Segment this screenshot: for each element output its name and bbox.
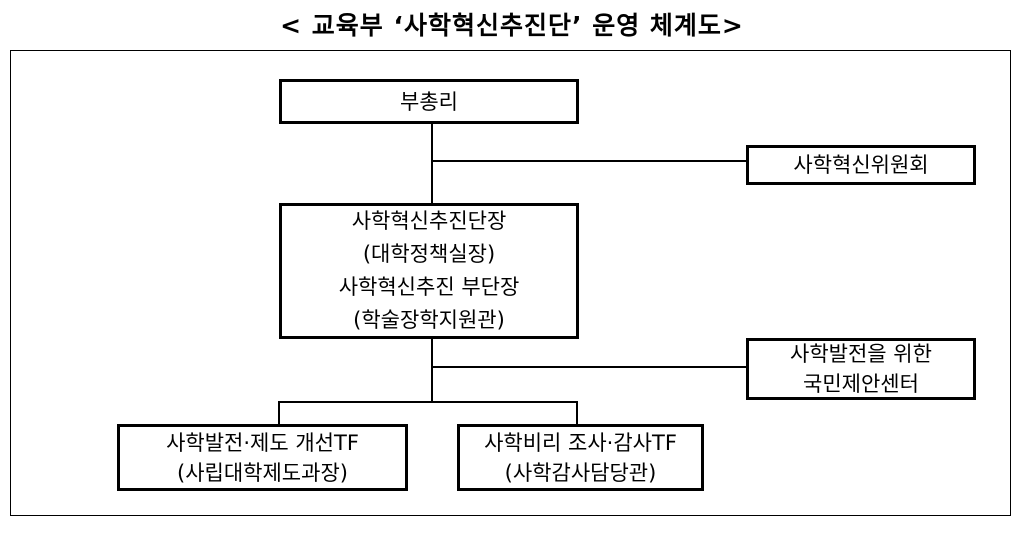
node-label: 사학발전·제도 개선TF	[166, 430, 359, 455]
node-label: 사학혁신추진단장	[351, 209, 507, 233]
node-label: (학술장학지원관)	[353, 308, 505, 332]
node-proposal-center: 사학발전을 위한 국민제안센터	[746, 338, 976, 400]
node-label: 사학비리 조사·감사TF	[484, 430, 677, 455]
node-label: 사학혁신추진 부단장	[338, 275, 520, 299]
connector-line	[431, 337, 433, 403]
node-label: (사학감사담당관)	[504, 460, 657, 485]
connector-line	[431, 122, 433, 204]
connector-line	[278, 401, 280, 425]
connector-line	[576, 401, 578, 425]
node-label: 사학혁신위원회	[793, 153, 929, 177]
node-label: 사학발전을 위한	[790, 342, 932, 366]
node-committee: 사학혁신위원회	[746, 145, 976, 185]
node-label: (대학정책실장)	[362, 242, 496, 266]
diagram-frame	[10, 50, 1011, 516]
node-deputy-pm: 부총리	[279, 79, 579, 124]
diagram-title: < 교육부 ‘사학혁신추진단’ 운영 체계도>	[280, 11, 744, 40]
connector-line	[278, 401, 578, 403]
node-development-tf: 사학발전·제도 개선TF (사립대학제도과장)	[117, 424, 408, 491]
connector-line	[431, 160, 747, 162]
node-label: 국민제안센터	[803, 372, 919, 396]
node-label: 부총리	[400, 89, 458, 114]
node-task-force-head: 사학혁신추진단장 (대학정책실장) 사학혁신추진 부단장 (학술장학지원관)	[279, 203, 579, 339]
node-audit-tf: 사학비리 조사·감사TF (사학감사담당관)	[457, 424, 704, 491]
connector-line	[431, 366, 747, 368]
node-label: (사립대학제도과장)	[177, 460, 348, 485]
